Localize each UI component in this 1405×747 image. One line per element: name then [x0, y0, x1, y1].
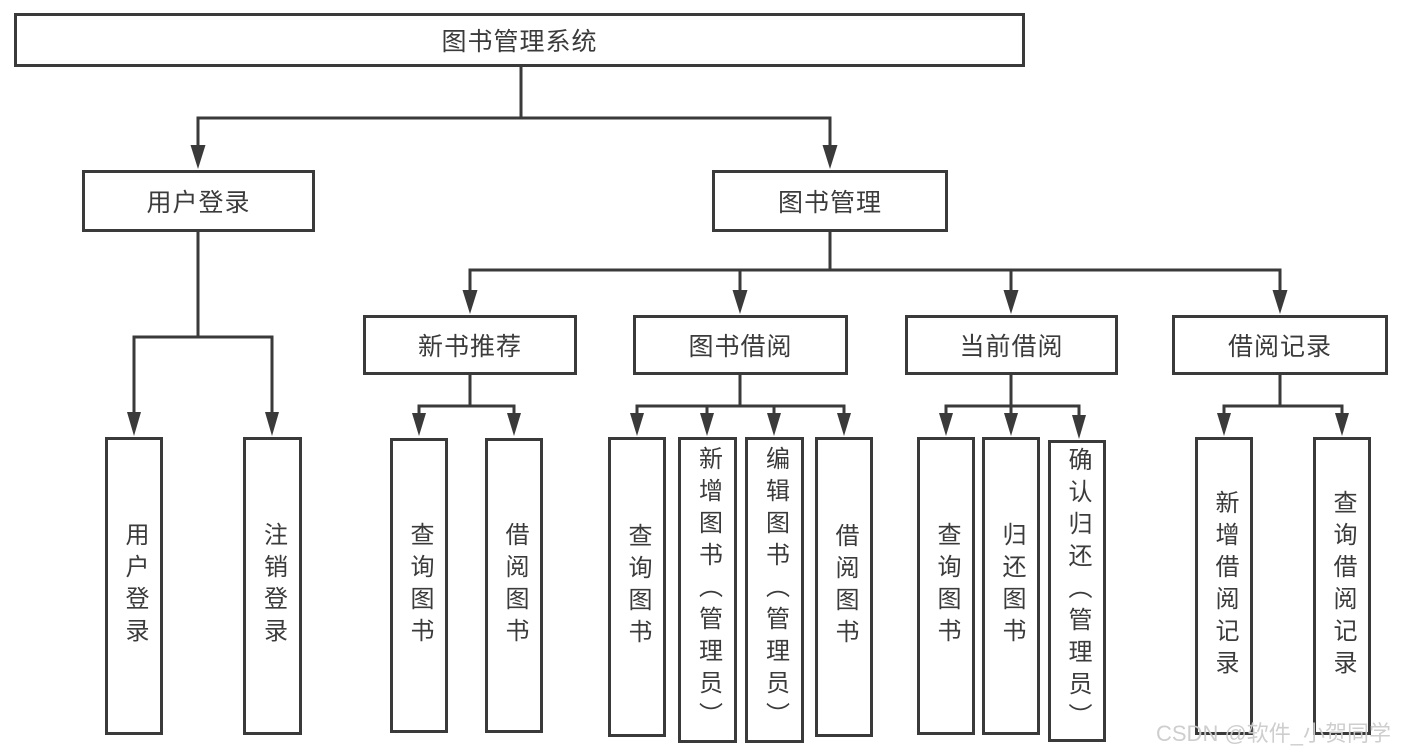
- node-br-add-record: 新增借阅记录: [1195, 437, 1253, 735]
- node-br-query-record: 查询借阅记录: [1313, 437, 1371, 735]
- node-bb-borrow-book-label: 借阅图书: [831, 523, 858, 651]
- node-new-book-recommend: 新书推荐: [363, 315, 577, 375]
- node-book-borrow-label: 图书借阅: [688, 333, 793, 361]
- node-bb-edit-book-admin: 编辑图书（管理员）: [745, 437, 804, 743]
- node-user-login: 用户登录: [82, 170, 315, 232]
- node-bb-add-book-admin-label: 新增图书（管理员）: [694, 446, 722, 734]
- node-user-login-leaf: 用户登录: [105, 437, 163, 735]
- node-cb-query-book-label: 查询图书: [933, 522, 960, 650]
- node-book-borrow: 图书借阅: [633, 315, 848, 375]
- node-nb-borrow-book-label: 借阅图书: [501, 521, 528, 650]
- node-nb-borrow-book: 借阅图书: [485, 438, 543, 733]
- node-current-borrow: 当前借阅: [905, 315, 1118, 375]
- node-book-management-label: 图书管理: [777, 189, 882, 217]
- node-cb-return-book: 归还图书: [982, 437, 1040, 735]
- watermark: CSDN @软件_小贺同学: [1156, 721, 1392, 746]
- node-book-management: 图书管理: [712, 170, 948, 232]
- node-cb-return-book-label: 归还图书: [998, 522, 1025, 650]
- node-nb-query-book-label: 查询图书: [406, 521, 433, 650]
- node-bb-borrow-book: 借阅图书: [815, 437, 873, 737]
- node-root-label: 图书管理系统: [441, 28, 598, 56]
- node-br-add-record-label: 新增借阅记录: [1211, 490, 1238, 682]
- node-user-login-label: 用户登录: [146, 189, 251, 217]
- node-bb-query-book: 查询图书: [608, 437, 666, 737]
- node-logout-label: 注销登录: [259, 522, 287, 650]
- node-logout: 注销登录: [243, 437, 302, 735]
- node-borrow-record: 借阅记录: [1172, 315, 1388, 375]
- node-nb-query-book: 查询图书: [390, 438, 448, 733]
- node-root: 图书管理系统: [14, 13, 1025, 67]
- node-cb-confirm-return-admin: 确认归还（管理员）: [1048, 440, 1106, 742]
- node-br-query-record-label: 查询借阅记录: [1329, 490, 1356, 682]
- node-new-book-recommend-label: 新书推荐: [417, 333, 522, 361]
- node-bb-edit-book-admin-label: 编辑图书（管理员）: [761, 446, 789, 734]
- node-current-borrow-label: 当前借阅: [959, 333, 1064, 361]
- node-cb-query-book: 查询图书: [917, 437, 975, 735]
- node-user-login-leaf-label: 用户登录: [121, 522, 148, 650]
- node-borrow-record-label: 借阅记录: [1227, 333, 1332, 361]
- node-cb-confirm-return-admin-label: 确认归还（管理员）: [1064, 447, 1091, 735]
- node-bb-query-book-label: 查询图书: [624, 523, 651, 651]
- node-bb-add-book-admin: 新增图书（管理员）: [678, 437, 737, 743]
